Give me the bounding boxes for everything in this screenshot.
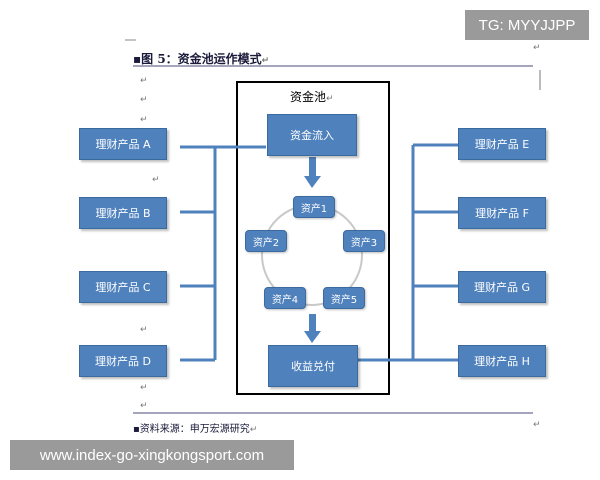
inflow-box: 资金流入 bbox=[267, 114, 357, 156]
product-box-b: 理财产品 B bbox=[79, 197, 167, 229]
asset-box-2: 资产2 bbox=[245, 230, 287, 252]
paragraph-mark: ↵ bbox=[140, 325, 148, 335]
paragraph-mark: ↵ bbox=[140, 383, 148, 393]
paragraph-mark: ↵ bbox=[140, 401, 148, 411]
paragraph-mark: ↵ bbox=[152, 175, 160, 185]
product-box-c: 理财产品 C bbox=[79, 271, 167, 303]
product-box-e: 理财产品 E bbox=[458, 128, 546, 160]
watermark-top: TG: MYYJJPP bbox=[465, 10, 589, 40]
product-box-h: 理财产品 H bbox=[458, 345, 546, 377]
figure-title: ▪图 5：资金池运作模式↵ bbox=[133, 52, 270, 66]
asset-box-1: 资产1 bbox=[293, 196, 335, 218]
product-box-a: 理财产品 A bbox=[79, 128, 167, 160]
pool-border bbox=[236, 81, 390, 395]
paragraph-mark: ↵ bbox=[140, 95, 148, 105]
product-box-f: 理财产品 F bbox=[458, 197, 546, 229]
flow-arrows bbox=[304, 157, 321, 343]
paragraph-mark: ↵ bbox=[140, 76, 148, 86]
paragraph-mark: ↵ bbox=[140, 115, 148, 125]
paragraph-mark: ↵ bbox=[533, 420, 541, 430]
product-box-d: 理财产品 D bbox=[79, 345, 167, 377]
asset-box-3: 资产3 bbox=[343, 230, 385, 252]
asset-box-5: 资产5 bbox=[323, 287, 365, 309]
left-connector bbox=[180, 145, 266, 362]
source-note: ▪资料来源：申万宏源研究↵ bbox=[133, 424, 258, 435]
asset-box-4: 资产4 bbox=[264, 287, 306, 309]
right-connector bbox=[358, 143, 458, 362]
product-box-g: 理财产品 G bbox=[458, 271, 546, 303]
pool-title: 资金池↵ bbox=[290, 90, 334, 104]
payout-box: 收益兑付 bbox=[268, 345, 358, 387]
paragraph-mark: ↵ bbox=[533, 43, 541, 53]
watermark-bottom: www.index-go-xingkongsport.com bbox=[10, 440, 294, 470]
